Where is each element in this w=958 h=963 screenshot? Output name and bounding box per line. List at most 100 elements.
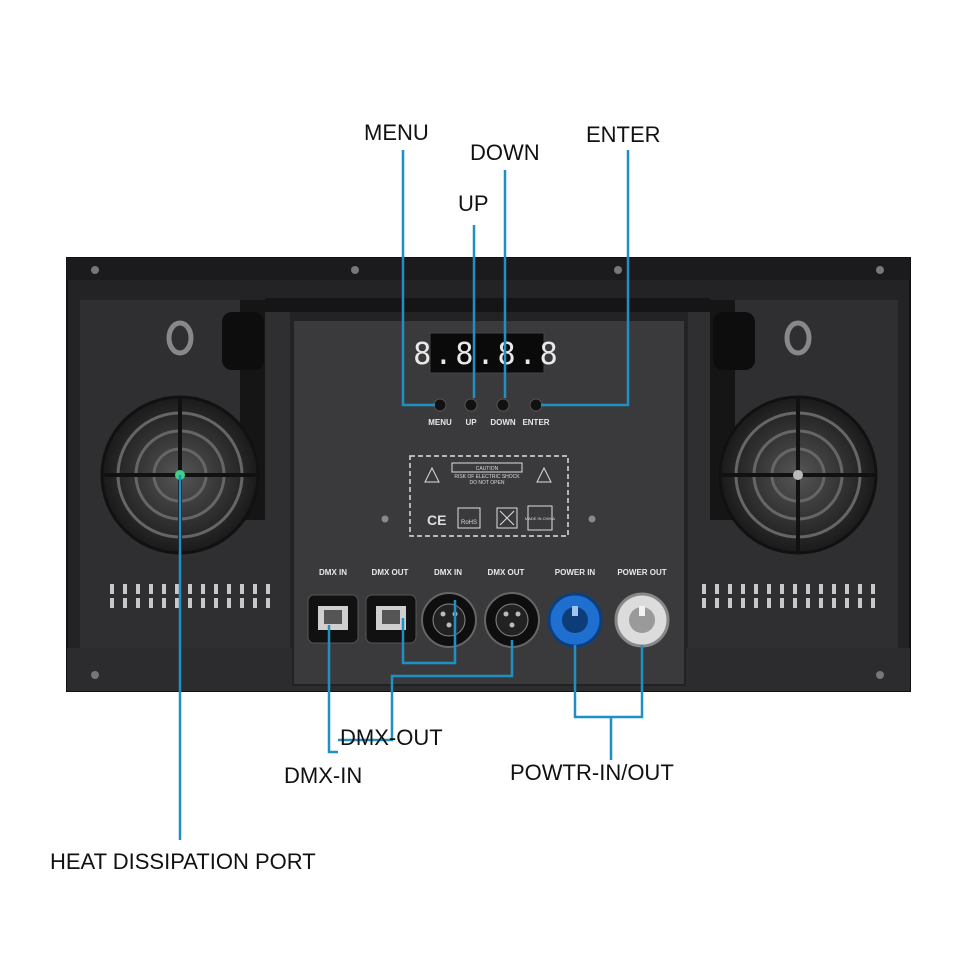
vent-slot <box>240 598 244 608</box>
ce-mark: CE <box>427 512 446 528</box>
vent-slot <box>871 584 875 594</box>
rohs-mark: RoHS <box>461 520 477 526</box>
vent-slot <box>188 598 192 608</box>
vent-slot <box>819 598 823 608</box>
vent-slot <box>858 584 862 594</box>
vent-slot <box>162 598 166 608</box>
vent-slot <box>110 598 114 608</box>
vent-slot <box>715 584 719 594</box>
caution-line-1: RISK OF ELECTRIC SHOCK <box>454 474 520 480</box>
vent-slot <box>728 584 732 594</box>
vent-slot <box>188 584 192 594</box>
leader-lines <box>178 150 644 840</box>
vent-slot <box>123 598 127 608</box>
vent-slot <box>806 584 810 594</box>
leader-dmx-out <box>338 640 514 742</box>
eye-bolt-icon <box>166 320 812 356</box>
vent-slot <box>266 584 270 594</box>
leader-dmx-bracket-top <box>401 600 457 665</box>
enter-button[interactable] <box>529 398 543 412</box>
vent-slot <box>780 598 784 608</box>
up-button-label: UP <box>465 418 477 427</box>
vent-slot <box>136 584 140 594</box>
vent-slot <box>201 584 205 594</box>
power-out-port[interactable] <box>614 592 670 648</box>
vent-slot <box>845 584 849 594</box>
vent-slot <box>162 584 166 594</box>
caution-title: CAUTION <box>476 466 499 472</box>
port-label-power-out: POWER OUT <box>617 568 666 577</box>
vent-slot <box>149 584 153 594</box>
vent-slot <box>832 598 836 608</box>
vent-slot <box>266 598 270 608</box>
vent-slot <box>110 584 114 594</box>
port-labels: DMX IN DMX OUT DMX IN DMX OUT POWER IN P… <box>319 568 667 577</box>
display-digits: 8.8.8.8 <box>413 337 560 372</box>
rj45-dmx-in-port[interactable] <box>307 594 359 644</box>
vent-slot <box>136 598 140 608</box>
vent-slot <box>702 598 706 608</box>
vent-slot <box>754 584 758 594</box>
vent-slot <box>741 584 745 594</box>
leader-power-bracket <box>573 645 644 719</box>
xlr-dmx-out-port[interactable] <box>484 592 540 648</box>
vent-slots <box>110 584 875 608</box>
warning-triangle-icon <box>424 466 440 483</box>
menu-button[interactable] <box>433 398 447 412</box>
vent-slot <box>253 598 257 608</box>
callout-up: UP <box>458 191 489 216</box>
xlr-dmx-in-port[interactable] <box>421 592 477 648</box>
warning-triangle-icon <box>536 466 552 483</box>
callout-dmx-in: DMX-IN <box>284 763 363 788</box>
vent-slot <box>780 584 784 594</box>
port-label-dmx-in-xlr: DMX IN <box>434 568 462 577</box>
vent-slot <box>819 584 823 594</box>
vent-slot <box>227 598 231 608</box>
down-button-label: DOWN <box>490 418 516 427</box>
port-label-power-in: POWER IN <box>555 568 596 577</box>
knob-icon <box>222 312 755 370</box>
callout-heat-dissipation: HEAT DISSIPATION PORT <box>50 849 316 874</box>
top-rail <box>67 258 910 280</box>
vent-slot <box>832 584 836 594</box>
down-button[interactable] <box>496 398 510 412</box>
callout-menu: MENU <box>364 120 429 145</box>
vent-slot <box>253 584 257 594</box>
vent-slot <box>754 598 758 608</box>
fan-right-icon <box>718 395 878 555</box>
leader-menu <box>401 150 435 407</box>
warning-label: CAUTION RISK OF ELECTRIC SHOCK DO NOT OP… <box>381 455 596 537</box>
menu-button-label: MENU <box>428 418 452 427</box>
vent-slot <box>214 584 218 594</box>
vent-slot <box>767 584 771 594</box>
vent-slot <box>240 584 244 594</box>
port-label-dmx-in-rj45: DMX IN <box>319 568 347 577</box>
callout-down: DOWN <box>470 140 540 165</box>
weee-bin-icon <box>496 507 518 529</box>
vent-slot <box>845 598 849 608</box>
up-button[interactable] <box>464 398 478 412</box>
vent-slot <box>741 598 745 608</box>
vent-slot <box>175 598 179 608</box>
callout-enter: ENTER <box>586 122 661 147</box>
bracket-top <box>265 298 710 312</box>
vent-slot <box>793 584 797 594</box>
vent-slot <box>201 598 205 608</box>
vent-slot <box>715 598 719 608</box>
leader-dmx-in <box>327 625 338 754</box>
vent-slot <box>728 598 732 608</box>
vent-slot <box>858 598 862 608</box>
port-label-dmx-out-xlr: DMX OUT <box>488 568 525 577</box>
led-display <box>429 332 545 374</box>
power-in-port[interactable] <box>547 592 603 648</box>
rj45-dmx-out-port[interactable] <box>365 594 417 644</box>
port-label-dmx-out-rj45: DMX OUT <box>372 568 409 577</box>
vent-slot <box>227 584 231 594</box>
enter-button-label: ENTER <box>522 418 549 427</box>
vent-slot <box>793 598 797 608</box>
made-in-china-mark: MADE IN CHINA <box>525 516 556 521</box>
callout-dmx-out: DMX-OUT <box>340 725 443 750</box>
vent-slot <box>214 598 218 608</box>
